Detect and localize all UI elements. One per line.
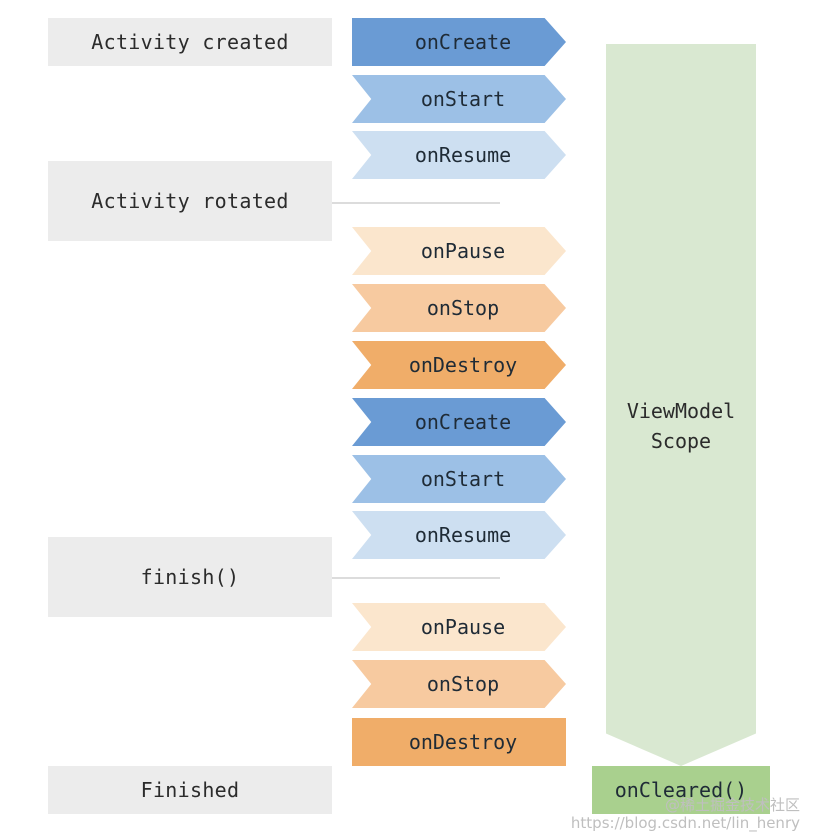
- step-onresume-1: onResume: [352, 131, 566, 179]
- step-ondestroy-1: onDestroy: [352, 341, 566, 389]
- event-activity-created: Activity created: [48, 18, 332, 66]
- event-label: Activity created: [91, 30, 289, 54]
- connector-line-rotated: [332, 202, 500, 204]
- event-label: finish(): [140, 565, 240, 589]
- step-onstop-2: onStop: [352, 660, 566, 708]
- connector-line-finish: [332, 577, 500, 579]
- watermark: @稀土掘金技术社区 https://blog.csdn.net/lin_henr…: [570, 796, 800, 832]
- oncleared-box: onCleared(): [592, 766, 770, 814]
- event-finished: Finished: [48, 766, 332, 814]
- event-label: Finished: [140, 778, 240, 802]
- step-oncreate-2: onCreate: [352, 398, 566, 446]
- step-ondestroy-2: onDestroy: [352, 718, 566, 766]
- viewmodel-scope-label: ViewModel Scope: [626, 399, 736, 453]
- viewmodel-scope-arrow: [606, 44, 756, 766]
- step-onpause-2: onPause: [352, 603, 566, 651]
- step-onstart-1: onStart: [352, 75, 566, 123]
- step-onpause-1: onPause: [352, 227, 566, 275]
- oncleared-label: onCleared(): [614, 778, 748, 802]
- step-onstop-1: onStop: [352, 284, 566, 332]
- event-activity-rotated: Activity rotated: [48, 161, 332, 241]
- event-finish: finish(): [48, 537, 332, 617]
- step-onstart-2: onStart: [352, 455, 566, 503]
- step-onresume-2: onResume: [352, 511, 566, 559]
- event-label: Activity rotated: [91, 189, 289, 213]
- step-oncreate-1: onCreate: [352, 18, 566, 66]
